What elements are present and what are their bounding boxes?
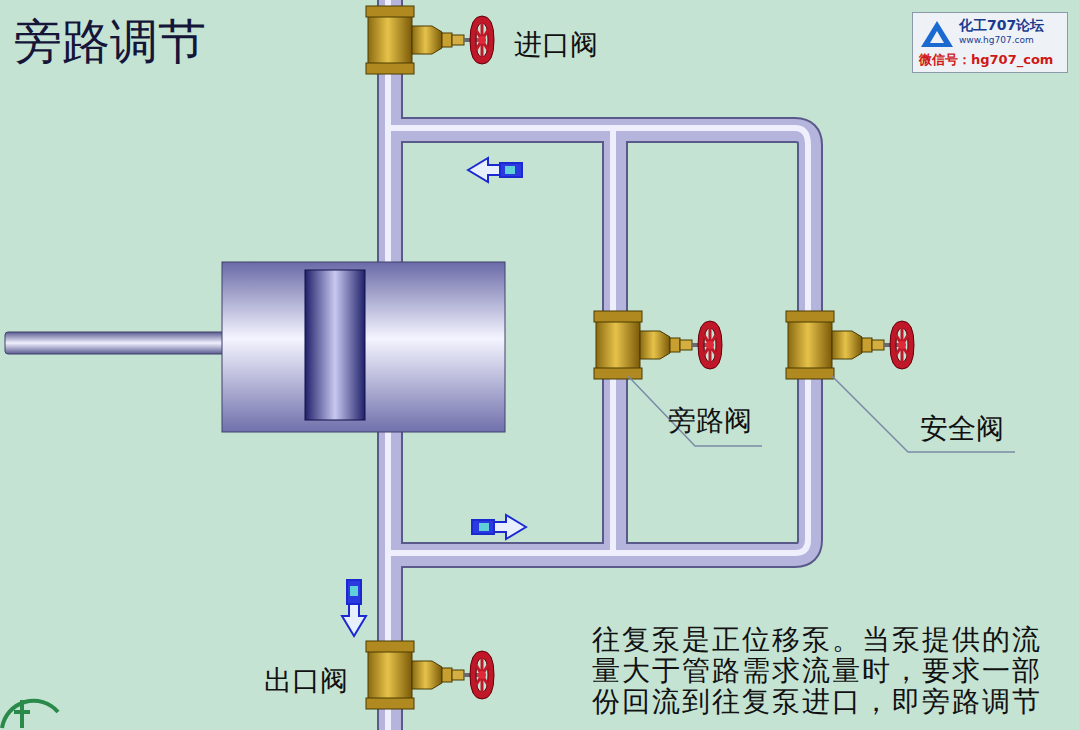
valve-label: 进口阀	[514, 26, 598, 64]
caption-text: 往复泵是正位移泵。当泵提供的流量大于管路需求流量时，要求一部份回流到往复泵进口，…	[592, 624, 1050, 717]
site-url: www.hg707.com	[919, 35, 1061, 46]
diagram-title: 旁路调节	[14, 10, 206, 74]
valve-label: 旁路阀	[668, 402, 752, 440]
wechat-id: 微信号：hg707_com	[919, 52, 1061, 68]
valve-label: 安全阀	[920, 410, 1004, 448]
logo-icon	[919, 19, 955, 49]
forum-name: 化工707论坛	[919, 17, 1061, 35]
logo-box: 化工707论坛www.hg707.com 微信号：hg707_com	[912, 12, 1068, 73]
valve-label: 出口阀	[264, 662, 348, 700]
